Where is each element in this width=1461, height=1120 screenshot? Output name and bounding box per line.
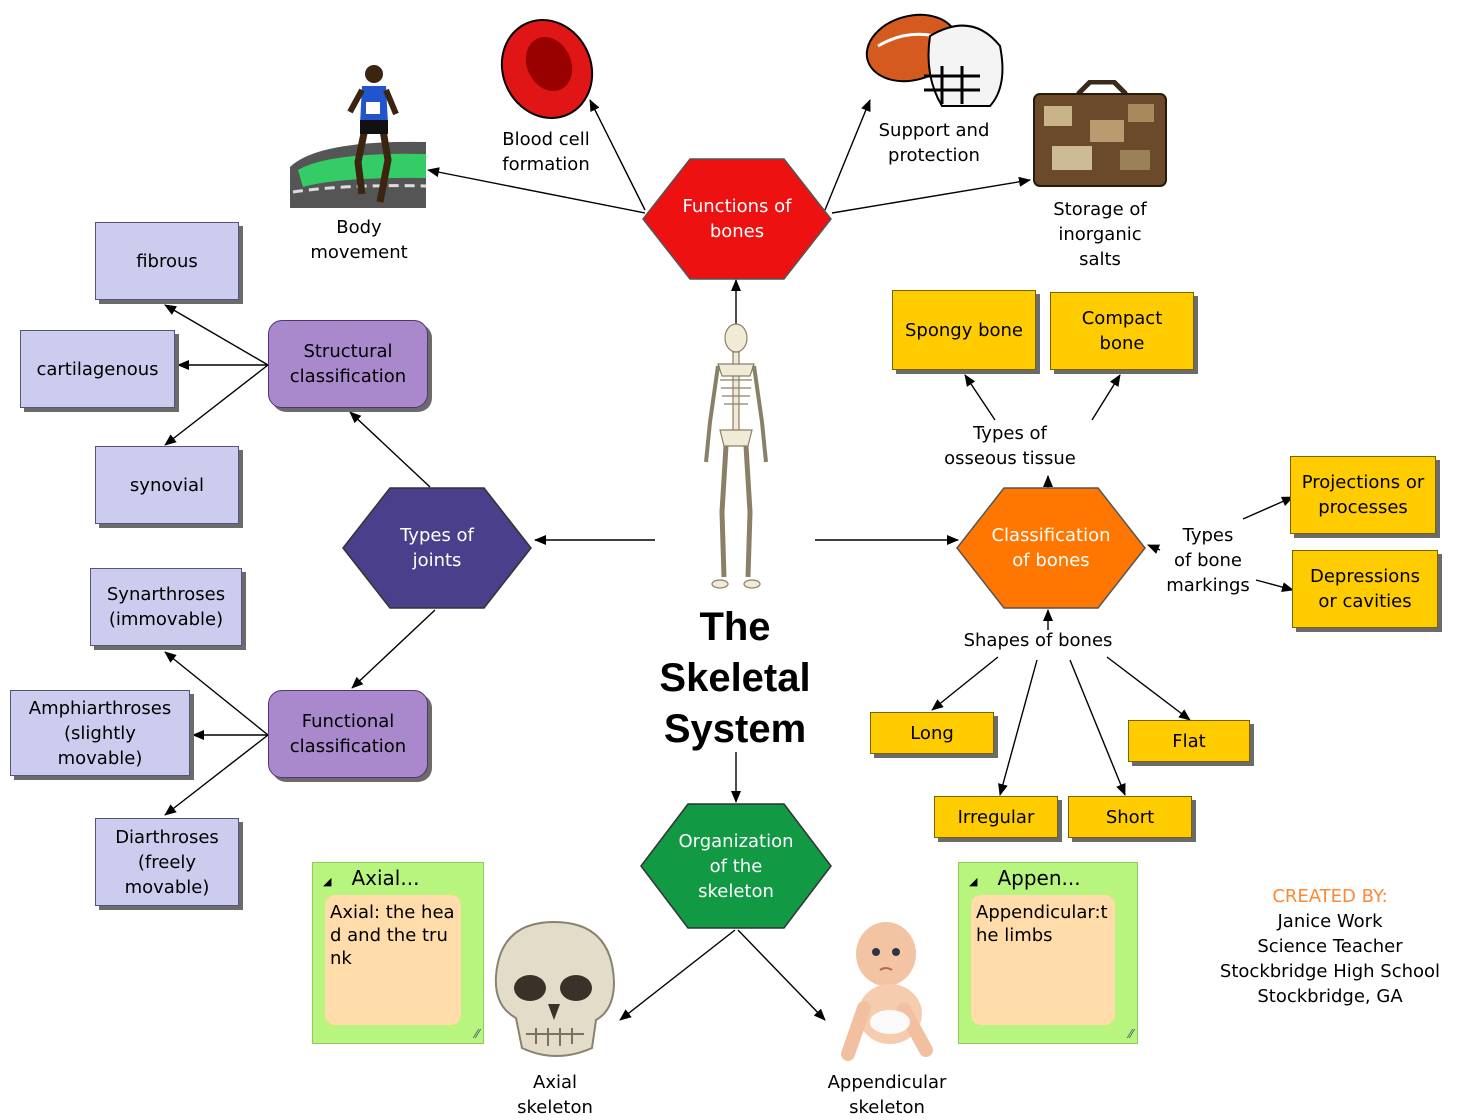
collapse-icon[interactable]: ◢	[323, 875, 332, 888]
runner-icon	[290, 65, 427, 208]
football-helmet-icon	[865, 13, 1004, 107]
axial-note[interactable]: ◢Axial... Axial: the head and the trunk …	[312, 862, 484, 1044]
credit-block: CREATED BY: Janice Work Science Teacher …	[1200, 884, 1460, 1009]
appendicular-note-body: Appendicular:the limbs	[971, 895, 1115, 1025]
suitcase-icon	[1033, 80, 1167, 187]
spongy-bone-box[interactable]: Spongy bone	[892, 290, 1036, 370]
credit-line: Janice Work	[1277, 911, 1383, 932]
short-box[interactable]: Short	[1068, 796, 1192, 838]
cartilagenous-box[interactable]: cartilagenous	[20, 330, 175, 408]
appendicular-note[interactable]: ◢Appen... Appendicular:the limbs ⁄⁄	[958, 862, 1138, 1044]
irregular-box[interactable]: Irregular	[934, 796, 1058, 838]
resize-grip-icon[interactable]: ⁄⁄	[1128, 1027, 1133, 1041]
credit-heading: CREATED BY:	[1272, 886, 1388, 907]
appendicular-note-title[interactable]: ◢Appen...	[969, 866, 1081, 890]
red-blood-cell-icon	[500, 19, 594, 119]
shapes-of-bones-label: Shapes of bones	[963, 630, 1113, 651]
fibrous-box[interactable]: fibrous	[95, 222, 239, 300]
credit-line: Science Teacher	[1257, 936, 1403, 957]
synovial-box[interactable]: synovial	[95, 446, 239, 524]
synarthroses-box[interactable]: Synarthroses(immovable)	[90, 568, 242, 646]
long-box[interactable]: Long	[870, 712, 994, 754]
axial-note-title[interactable]: ◢Axial...	[323, 866, 420, 890]
baby-icon	[841, 922, 933, 1061]
axial-note-body: Axial: the head and the trunk	[325, 895, 461, 1025]
credit-line: Stockbridge, GA	[1257, 986, 1403, 1007]
resize-grip-icon[interactable]: ⁄⁄	[474, 1027, 479, 1041]
collapse-icon[interactable]: ◢	[969, 875, 978, 888]
skeleton-icon	[704, 323, 768, 589]
skull-icon	[494, 920, 616, 1057]
flat-box[interactable]: Flat	[1128, 720, 1250, 762]
credit-line: Stockbridge High School	[1219, 961, 1441, 982]
